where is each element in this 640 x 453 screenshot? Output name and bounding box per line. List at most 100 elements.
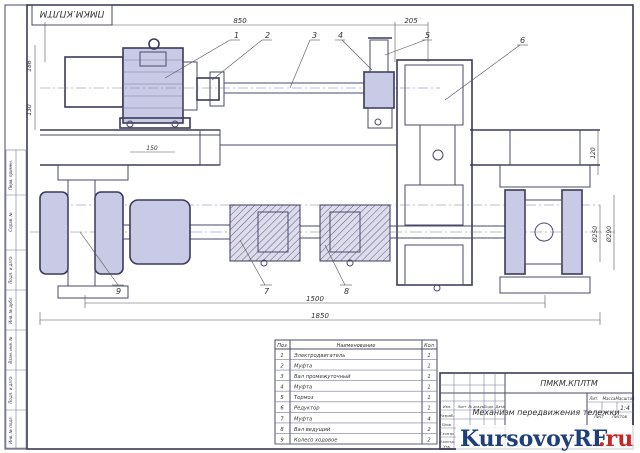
- parts-cell-pos: 6: [280, 406, 284, 412]
- side-stamp-cell: Подп. и дата: [8, 256, 13, 284]
- title-block: ПМКМ.КПЛТМ Механизм передвижения тележки…: [439, 372, 635, 450]
- parts-cell-pos: 7: [280, 416, 284, 422]
- wheel-left-2: [94, 191, 124, 275]
- parts-table: Поз Наименование Кол 1 Электродвигатель 1 2…: [274, 339, 438, 445]
- dim-290: Ø290: [606, 226, 613, 243]
- row-label: Лист: [457, 405, 468, 409]
- parts-header-pos: Поз: [277, 343, 287, 349]
- role-label: Н.контр.: [439, 440, 455, 444]
- row-label: Дата: [494, 405, 504, 409]
- row-label: Изм.: [443, 405, 451, 409]
- parts-cell-qty: 1: [427, 385, 430, 391]
- parts-cell-pos: 9: [280, 437, 283, 443]
- parts-header-qty: Кол: [424, 343, 435, 349]
- row-label: № докум.: [467, 405, 485, 409]
- parts-cell-name: Муфта: [294, 416, 312, 422]
- lifting-eye: [148, 38, 160, 50]
- parts-cell-pos: 5: [280, 395, 284, 401]
- inner-frame: [26, 4, 634, 450]
- parts-cell-qty: 1: [427, 374, 430, 380]
- motor-flange: [182, 61, 198, 111]
- scale-value: 1:4: [620, 405, 630, 412]
- parts-cell-pos: 3: [280, 374, 283, 380]
- dim-250: Ø250: [592, 226, 599, 243]
- callout-5: 5: [425, 31, 430, 40]
- top-assembly: [40, 37, 473, 292]
- coupling-7: [229, 204, 301, 262]
- callout-3: 3: [312, 31, 317, 40]
- role-label: Разраб.: [440, 414, 454, 418]
- side-stamp-cell: Подп. и дата: [8, 376, 13, 404]
- dim-1850: 1850: [311, 312, 329, 320]
- parts-cell-qty: 1: [427, 395, 430, 401]
- role-label: Т.контр.: [439, 432, 454, 436]
- title-main: Механизм передвижения тележки: [472, 408, 619, 417]
- wheel-right-2: [561, 189, 583, 275]
- callout-9: 9: [116, 287, 121, 296]
- side-stamp: Перв. примен. Справ. № Подп. и дата Инв.…: [5, 149, 27, 449]
- parts-cell-name: Вал промежуточный: [294, 374, 351, 380]
- callout-1: 1: [234, 31, 239, 40]
- parts-cell-name: Колесо ходовое: [294, 437, 337, 443]
- brake: [363, 71, 395, 109]
- parts-cell-name: Вал ведущий: [294, 427, 331, 433]
- callout-8: 8: [344, 287, 349, 296]
- side-stamp-cell: Перв. примен.: [8, 160, 13, 190]
- parts-cell-pos: 4: [280, 385, 283, 391]
- corner-stamp-text: ПМКМ.КПЛТМ: [39, 8, 104, 18]
- callout-4: 4: [338, 31, 343, 40]
- parts-cell-pos: 8: [280, 427, 284, 433]
- side-stamp-cell: Справ. №: [8, 212, 13, 231]
- callouts: 1 2 3 4 5 6 7 8 9: [79, 31, 528, 296]
- sheets-label: Листов: [611, 414, 628, 419]
- parts-cell-pos: 1: [280, 353, 283, 359]
- title-code: ПМКМ.КПЛТМ: [540, 379, 598, 388]
- parts-cell-name: Муфта: [294, 363, 312, 369]
- sheet-label: Лист: [593, 414, 605, 419]
- col-header: Лит.: [588, 396, 598, 401]
- watermark-suffix: .ru: [598, 426, 633, 452]
- parts-cell-qty: 4: [427, 416, 430, 422]
- side-stamp-cell: Инв. № дубл.: [8, 296, 13, 323]
- parts-cell-pos: 2: [280, 363, 283, 369]
- dim-186: 186: [26, 60, 33, 72]
- dim-205: 205: [404, 17, 418, 25]
- motor-feet: [119, 117, 191, 129]
- drive-shaft-line: [30, 130, 615, 299]
- parts-cell-name: Тормоз: [294, 395, 314, 401]
- dim-850: 850: [233, 17, 247, 25]
- col-header: Масса: [603, 396, 616, 401]
- shaft-drum: [129, 199, 191, 265]
- parts-header-name: Наименование: [337, 343, 376, 349]
- motor-body: [122, 47, 184, 124]
- coupling-2: [196, 77, 220, 101]
- parts-cell-name: Редуктор: [294, 406, 320, 412]
- parts-cell-qty: 2: [427, 437, 430, 443]
- motor-housing: [64, 56, 124, 108]
- dim-130: 130: [26, 104, 33, 116]
- side-stamp-cell: Инв. № подл.: [8, 416, 13, 444]
- parts-cell-name: Муфта: [294, 385, 312, 391]
- role-label: Пров.: [442, 423, 452, 427]
- callout-7: 7: [264, 287, 270, 296]
- parts-cell-qty: 2: [427, 427, 430, 433]
- dim-120: 120: [590, 147, 597, 159]
- parts-cell-qty: 1: [427, 406, 430, 412]
- wheel-right-1: [504, 189, 526, 275]
- role-label: Утв.: [443, 445, 450, 449]
- dim-1500: 1500: [306, 295, 324, 303]
- wheel-hub: [67, 179, 96, 287]
- parts-cell-qty: 1: [427, 353, 430, 359]
- wheel-left-1: [39, 191, 69, 275]
- parts-cell-qty: 1: [427, 363, 430, 369]
- dimension-lines: 850 205 186 130 150 120 Ø250 Ø290 1500 1…: [26, 17, 615, 325]
- dim-150: 150: [146, 145, 158, 152]
- parts-cell-name: Электродвигатель: [293, 353, 345, 359]
- side-stamp-cell: Взам. инв. №: [8, 336, 13, 363]
- col-header: Масштаб: [615, 396, 635, 401]
- reducer-body: [396, 59, 473, 286]
- watermark: KursovoyRF .ru: [456, 425, 636, 452]
